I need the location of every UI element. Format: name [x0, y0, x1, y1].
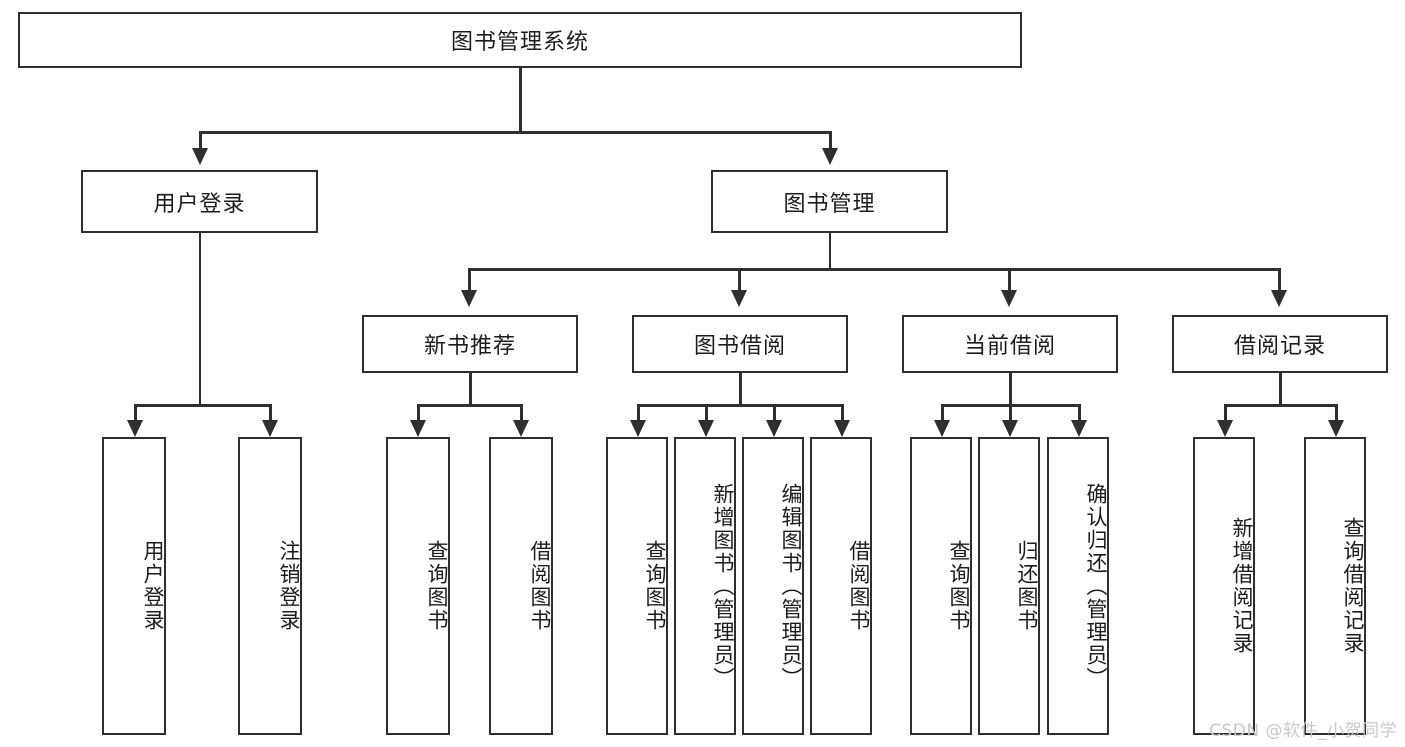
- arrow-to-leaf-borrow-book-1: [513, 420, 529, 437]
- connector-book-borrow-stem: [739, 373, 742, 405]
- connector-new-book-drop-2: [520, 404, 523, 420]
- arrow-to-leaf-edit-book: [766, 420, 782, 437]
- connector-book-borrow-drop-3: [773, 404, 776, 420]
- leaf-confirm-return-admin[interactable]: 确认归还（管理员）: [1047, 437, 1109, 735]
- node-label: 查询图书: [643, 540, 667, 632]
- node-label: 确认归还（管理员）: [1084, 482, 1108, 690]
- connector-borrow-record-stem: [1279, 373, 1282, 405]
- leaf-query-book-borrow[interactable]: 查询图书: [606, 437, 668, 735]
- leaf-user-login[interactable]: 用户登录: [102, 437, 166, 735]
- node-book-management[interactable]: 图书管理: [711, 170, 948, 233]
- arrow-to-leaf-query-book-3: [934, 420, 950, 437]
- arrow-to-borrow-record: [1271, 290, 1287, 307]
- node-new-book-recommend[interactable]: 新书推荐: [362, 315, 578, 373]
- node-label: 注销登录: [277, 540, 301, 632]
- connector-borrow-record-drop-2: [1335, 404, 1338, 420]
- node-label: 当前借阅: [963, 334, 1056, 359]
- connector-current-borrow-drop-1: [941, 404, 944, 420]
- leaf-return-book[interactable]: 归还图书: [978, 437, 1040, 735]
- connector-user-login-stem: [198, 233, 201, 405]
- node-label: 借阅图书: [528, 540, 552, 632]
- connector-user-login-drop-2: [269, 404, 272, 420]
- connector-level3-drop-2: [738, 268, 741, 290]
- leaf-query-borrow-record[interactable]: 查询借阅记录: [1304, 437, 1366, 735]
- node-label: 新增借阅记录: [1230, 517, 1254, 655]
- node-label: 图书管理: [783, 191, 876, 217]
- connector-borrow-record-drop-1: [1224, 404, 1227, 420]
- node-root-book-management-system[interactable]: 图书管理系统: [18, 12, 1022, 68]
- arrow-to-leaf-logout: [262, 420, 278, 437]
- connector-current-borrow-stem: [1009, 373, 1012, 405]
- connector-level2-drop-1: [199, 131, 202, 148]
- leaf-edit-book-admin[interactable]: 编辑图书（管理员）: [742, 437, 804, 735]
- node-book-borrow[interactable]: 图书借阅: [632, 315, 848, 373]
- node-label: 图书借阅: [693, 334, 786, 359]
- connector-book-borrow-drop-4: [841, 404, 844, 420]
- connector-user-login-drop-1: [134, 404, 137, 420]
- arrow-to-user-login: [192, 148, 208, 165]
- leaf-query-book-current[interactable]: 查询图书: [910, 437, 972, 735]
- connector-book-borrow-drop-1: [637, 404, 640, 420]
- node-label: 编辑图书（管理员）: [779, 482, 803, 690]
- node-label: 借阅图书: [847, 540, 871, 632]
- leaf-add-borrow-record[interactable]: 新增借阅记录: [1193, 437, 1255, 735]
- node-label: 借阅记录: [1233, 334, 1326, 359]
- arrow-to-book-borrow: [731, 290, 747, 307]
- node-label: 查询图书: [425, 540, 449, 632]
- node-label: 归还图书: [1015, 540, 1039, 632]
- arrow-to-leaf-borrow-book-2: [834, 420, 850, 437]
- node-label: 用户登录: [141, 540, 165, 632]
- connector-level3-bus: [468, 268, 1280, 271]
- arrow-to-new-book-recommend: [461, 290, 477, 307]
- connector-level3-drop-3: [1008, 268, 1011, 290]
- leaf-borrow-book-recommend[interactable]: 借阅图书: [489, 437, 553, 735]
- arrow-to-leaf-query-book-1: [410, 420, 426, 437]
- connector-borrow-record-bus: [1224, 404, 1337, 407]
- leaf-logout[interactable]: 注销登录: [238, 437, 302, 735]
- arrow-to-leaf-add-book: [698, 420, 714, 437]
- node-label: 新增图书（管理员）: [711, 482, 735, 690]
- connector-book-borrow-drop-2: [705, 404, 708, 420]
- node-label: 用户登录: [153, 191, 246, 217]
- node-label: 查询图书: [947, 540, 971, 632]
- arrow-to-leaf-user-login: [127, 420, 143, 437]
- connector-level2-bus: [199, 131, 830, 134]
- arrow-to-leaf-return-book: [1002, 420, 1018, 437]
- connector-new-book-stem: [469, 373, 472, 405]
- leaf-add-book-admin[interactable]: 新增图书（管理员）: [674, 437, 736, 735]
- node-borrow-record[interactable]: 借阅记录: [1172, 315, 1388, 373]
- node-label: 图书管理系统: [450, 30, 589, 55]
- arrow-to-leaf-add-record: [1217, 420, 1233, 437]
- connector-book-management-stem: [828, 233, 831, 269]
- arrow-to-leaf-confirm-return: [1071, 420, 1087, 437]
- node-user-login[interactable]: 用户登录: [81, 170, 318, 233]
- connector-root-stem: [519, 68, 522, 132]
- node-current-borrow[interactable]: 当前借阅: [902, 315, 1118, 373]
- connector-book-borrow-bus: [637, 404, 843, 407]
- connector-user-login-bus: [134, 404, 271, 407]
- csdn-watermark: CSDN @软件_小贺同学: [1209, 721, 1397, 741]
- connector-new-book-drop-1: [417, 404, 420, 420]
- connector-current-borrow-drop-2: [1009, 404, 1012, 420]
- arrow-to-leaf-query-record: [1328, 420, 1344, 437]
- leaf-borrow-book[interactable]: 借阅图书: [810, 437, 872, 735]
- arrow-to-book-management: [822, 148, 838, 165]
- connector-level3-drop-1: [468, 268, 471, 290]
- node-label: 新书推荐: [423, 334, 516, 359]
- arrow-to-current-borrow: [1001, 290, 1017, 307]
- arrow-to-leaf-query-book-2: [630, 420, 646, 437]
- connector-new-book-bus: [417, 404, 522, 407]
- node-label: 查询借阅记录: [1341, 517, 1365, 655]
- connector-current-borrow-drop-3: [1078, 404, 1081, 420]
- connector-level2-drop-2: [829, 131, 832, 148]
- connector-level3-drop-4: [1278, 268, 1281, 290]
- leaf-query-book-recommend[interactable]: 查询图书: [386, 437, 450, 735]
